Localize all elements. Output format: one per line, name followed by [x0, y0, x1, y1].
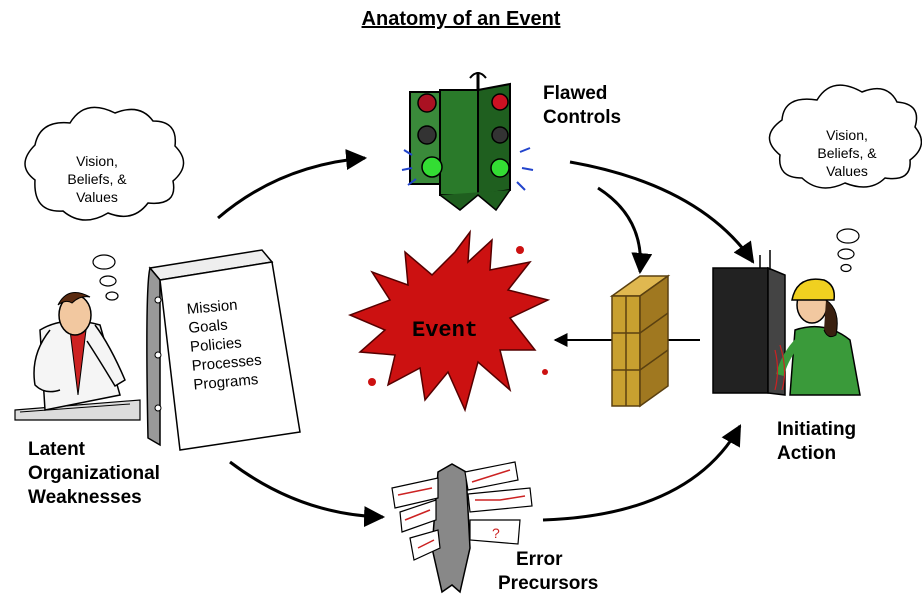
latent-weaknesses-line-2: Organizational [28, 463, 160, 484]
left-thought-cloud [24, 106, 185, 301]
left-cloud-text: Vision, Beliefs, & Values [47, 152, 147, 206]
arrow-weakness-to-precursors [229, 460, 386, 528]
latent-weaknesses-line-3: Weaknesses [28, 487, 142, 508]
manager-figure-icon [14, 292, 141, 421]
initiating-action-line-2: Action [777, 443, 837, 464]
right-cloud-text: Vision, Beliefs, & Values [797, 126, 897, 180]
event-label: Event [412, 318, 479, 343]
policy-binder-icon [146, 249, 301, 451]
svg-text:?: ? [492, 525, 500, 541]
diagram-title: Anatomy of an Event [361, 8, 561, 30]
barrier-wall-icon [609, 274, 671, 408]
latent-weaknesses-label: Latent Organizational Weaknesses [28, 438, 160, 510]
right-cloud-line-3: Values [826, 163, 868, 179]
right-cloud-line-2: Beliefs, & [817, 145, 877, 161]
event-splat-icon [347, 229, 551, 413]
right-cloud-line-1: Vision, [826, 127, 868, 143]
arrow-controls-to-action [569, 160, 755, 264]
arrow-weakness-to-controls [217, 149, 368, 220]
binder-text: Mission Goals Policies Processes Program… [186, 294, 264, 395]
traffic-light-icon [401, 72, 534, 212]
flawed-controls-line-2: Controls [543, 107, 622, 128]
arrow-precursors-to-action [542, 424, 742, 522]
signpost-icon: ? [391, 461, 533, 594]
right-thought-cloud [768, 84, 922, 273]
error-precursors-line-2: Precursors [498, 573, 599, 594]
error-precursors-label: Error Precursors [498, 548, 598, 596]
initiating-action-label: Initiating Action [777, 418, 856, 466]
worker-figure-icon [712, 250, 861, 396]
error-precursors-line-1: Error [516, 549, 563, 570]
initiating-action-line-1: Initiating [777, 419, 857, 440]
left-cloud-line-2: Beliefs, & [67, 171, 127, 187]
flawed-controls-label: Flawed Controls [543, 82, 621, 130]
arrow-controls-to-wall [597, 186, 653, 275]
latent-weaknesses-line-1: Latent [28, 439, 85, 460]
flawed-controls-line-1: Flawed [543, 83, 608, 104]
left-cloud-line-1: Vision, [76, 153, 118, 169]
left-cloud-line-3: Values [76, 189, 118, 205]
